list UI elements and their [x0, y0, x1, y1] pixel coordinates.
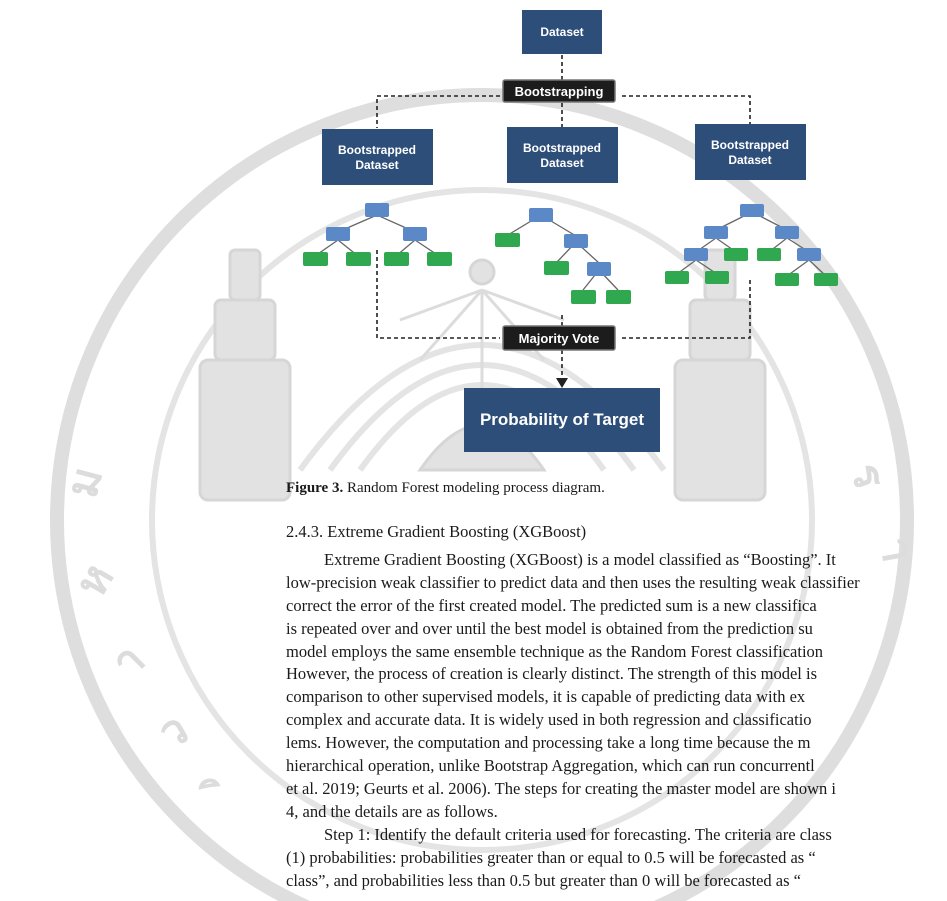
majority-vote-label: Majority Vote [519, 331, 600, 346]
decision-tree-3 [665, 204, 838, 286]
bootstrapped-label-3-line1: Bootstrapped [711, 138, 789, 152]
bootstrapping-label: Bootstrapping [515, 84, 604, 99]
bootstrapped-label-1-line1: Bootstrapped [338, 143, 416, 157]
paragraph-line: Step 1: Identify the default criteria us… [324, 825, 832, 844]
paragraph-line: hierarchical operation, unlike Bootstrap… [286, 756, 815, 776]
paragraph-line: Extreme Gradient Boosting (XGBoost) is a… [324, 550, 836, 569]
decision-tree-2 [495, 208, 631, 304]
figure-caption-text: Random Forest modeling process diagram. [343, 480, 605, 496]
decision-tree-1 [303, 203, 452, 266]
paragraph-step1: Step 1: Identify the default criteria us… [286, 824, 947, 893]
paragraph-line: model employs the same ensemble techniqu… [286, 641, 824, 661]
dataset-label: Dataset [540, 25, 583, 39]
paragraph-line: low-precision weak classifier to predict… [286, 572, 860, 592]
bootstrapping-box [502, 79, 616, 103]
section-heading: 2.4.3. Extreme Gradient Boosting (XGBoos… [286, 522, 587, 541]
random-forest-diagram: Dataset Bootstrapping Bootstrapped Datas… [303, 10, 838, 452]
figure-caption-prefix: Figure 3. [286, 480, 344, 496]
paragraph-line: (1) probabilities: probabilities greater… [286, 847, 816, 867]
svg-text:ว: ว [150, 703, 197, 760]
svg-text:ห: ห [65, 555, 124, 606]
dashed-connectors [376, 55, 751, 380]
majority-vote-box [502, 325, 616, 351]
paragraph-line: is repeated over and over until the best… [286, 618, 813, 638]
paragraph-line: 4, and the details are as follows. [286, 801, 498, 821]
bootstrapped-dataset-box-2 [507, 127, 618, 183]
bootstrapped-dataset-box-1 [322, 129, 433, 185]
bootstrapped-label-2-line2: Dataset [540, 156, 583, 170]
bootstrapped-label-1-line2: Dataset [355, 158, 398, 172]
arrow-head [556, 378, 568, 388]
bootstrapped-label-3-line2: Dataset [728, 153, 771, 167]
svg-text:า: า [102, 634, 156, 688]
paragraph-line: lems. However, the computation and proce… [286, 733, 811, 753]
paragraph-xgboost: Extreme Gradient Boosting (XGBoost) is a… [286, 549, 947, 824]
probability-target-box [464, 388, 660, 452]
paragraph-line: class”, and probabilities less than 0.5 … [286, 870, 801, 890]
paragraph-line: However, the process of creation is clea… [286, 664, 818, 684]
paragraph-line: complex and accurate data. It is widely … [286, 710, 812, 730]
bootstrapped-label-2-line1: Bootstrapped [523, 141, 601, 155]
figure-caption: Figure 3. Random Forest modeling process… [286, 480, 605, 497]
paragraph-line: et al. 2019; Geurts et al. 2006). The st… [286, 778, 836, 798]
probability-target-label: Probability of Target [480, 410, 644, 429]
paragraph-line: comparison to other supervised models, i… [286, 687, 806, 707]
svg-text:ิ: ิ [195, 775, 220, 793]
dataset-box [522, 10, 602, 54]
paragraph-line: correct the error of the first created m… [286, 595, 817, 615]
bootstrapped-dataset-box-3 [695, 124, 806, 180]
